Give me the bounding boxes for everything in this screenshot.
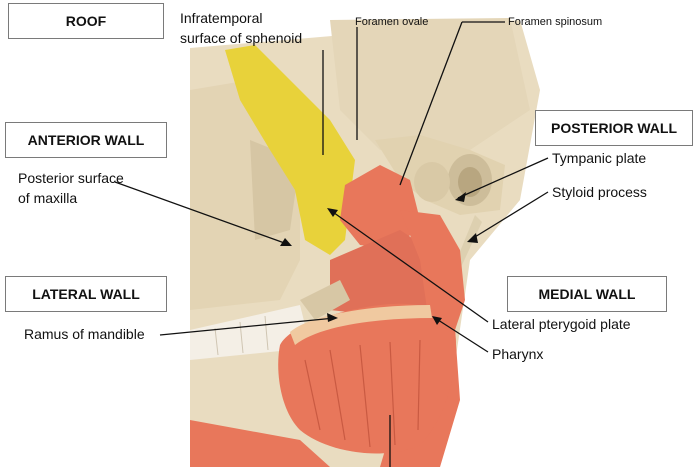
posterior-wall-box: POSTERIOR WALL [535, 110, 693, 146]
label-lateral-pterygoid-plate: Lateral pterygoid plate [492, 316, 631, 333]
label-ramus-mandible: Ramus of mandible [24, 326, 145, 343]
condyle [414, 162, 450, 202]
label-posterior-maxilla-line2: of maxilla [18, 190, 77, 207]
label-posterior-maxilla-line1: Posterior surface [18, 170, 124, 187]
label-infratemporal-line1: Infratemporal [180, 10, 262, 27]
roof-wall-box: ROOF [8, 3, 164, 39]
label-foramen-ovale: Foramen ovale [355, 16, 428, 29]
label-styloid-process: Styloid process [552, 184, 647, 201]
label-tympanic-plate: Tympanic plate [552, 150, 646, 167]
medial-wall-box: MEDIAL WALL [507, 276, 667, 312]
label-pharynx: Pharynx [492, 346, 543, 363]
label-foramen-spinosum: Foramen spinosum [508, 16, 602, 29]
anterior-wall-box: ANTERIOR WALL [5, 122, 167, 158]
label-infratemporal-line2: surface of sphenoid [180, 30, 302, 47]
lateral-wall-box: LATERAL WALL [5, 276, 167, 312]
